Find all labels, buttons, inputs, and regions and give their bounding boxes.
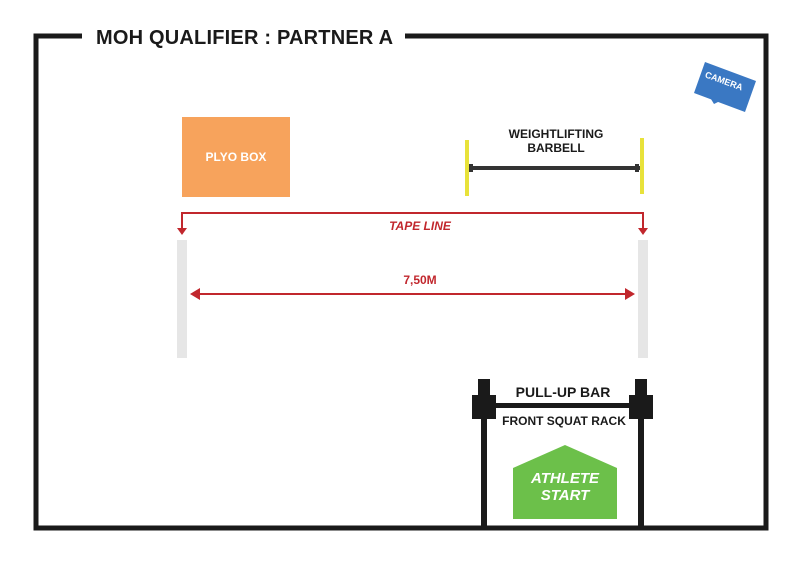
plyo-box-label: PLYO BOX [205, 150, 267, 164]
tape-line-label: TAPE LINE [389, 219, 451, 233]
arena-border [33, 33, 769, 531]
distance-label: 7,50M [403, 273, 437, 287]
floor-marker-right [638, 240, 648, 358]
distance-arrowhead-left [190, 288, 200, 300]
barbell-collar-left [469, 164, 473, 172]
rig-post-block-right [629, 395, 653, 419]
pullup-bar [485, 403, 640, 408]
distance-arrowhead-right [625, 288, 635, 300]
plyo-box [182, 117, 290, 197]
barbell-label: WEIGHTLIFTING BARBELL [508, 127, 604, 155]
pullup-bar-label: PULL-UP BAR [515, 384, 611, 400]
barbell [465, 138, 644, 196]
tape-line-bracket [181, 212, 644, 228]
tape-line-arrowhead-right [638, 228, 648, 235]
tape-line [177, 212, 648, 235]
barbell-collar-right [635, 164, 639, 172]
pullup-rig [472, 379, 653, 530]
rig-post-block-left [472, 395, 496, 419]
rig-post-cap-left [478, 379, 490, 395]
rig-upright-right [638, 395, 644, 530]
athlete-start-marker [513, 445, 617, 519]
diagram-title: MOH QUALIFIER : PARTNER A [84, 24, 406, 52]
distance-arrow [190, 288, 635, 300]
rig-upright-left [481, 395, 487, 530]
floor-marker-left [177, 240, 187, 358]
athlete-start-label: ATHLETE START [530, 470, 600, 504]
camera-tail [706, 91, 726, 104]
camera-icon [694, 62, 756, 112]
barbell-plate-left [465, 140, 469, 196]
rig-post-cap-right [635, 379, 647, 395]
arena-border-line [33, 33, 769, 531]
camera-body [694, 62, 756, 112]
tape-line-arrowhead-left [177, 228, 187, 235]
barbell-plate-right [640, 138, 644, 194]
front-squat-rack-label: FRONT SQUAT RACK [502, 414, 626, 428]
